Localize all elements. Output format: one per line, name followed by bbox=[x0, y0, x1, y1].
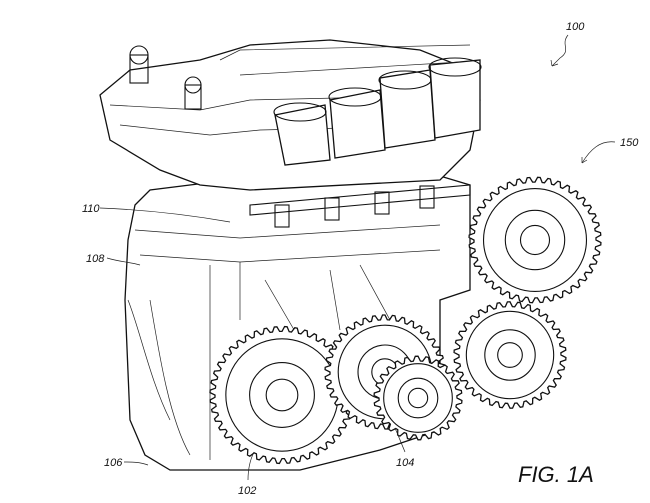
label-102: 102 bbox=[238, 485, 256, 497]
gear-train bbox=[209, 176, 602, 465]
leader-lines bbox=[99, 34, 616, 481]
label-108: 108 bbox=[86, 253, 105, 265]
label-110: 110 bbox=[82, 203, 100, 215]
figure-title: FIG. 1A bbox=[518, 462, 594, 487]
gear bbox=[468, 176, 602, 304]
label-104: 104 bbox=[396, 457, 414, 469]
gear bbox=[209, 325, 355, 465]
gear bbox=[453, 301, 567, 409]
intake-runners bbox=[219, 44, 482, 166]
label-100: 100 bbox=[566, 21, 585, 33]
label-150: 150 bbox=[620, 137, 639, 149]
label-106: 106 bbox=[104, 457, 123, 469]
gear bbox=[373, 355, 463, 441]
fuel-rail bbox=[249, 184, 471, 228]
